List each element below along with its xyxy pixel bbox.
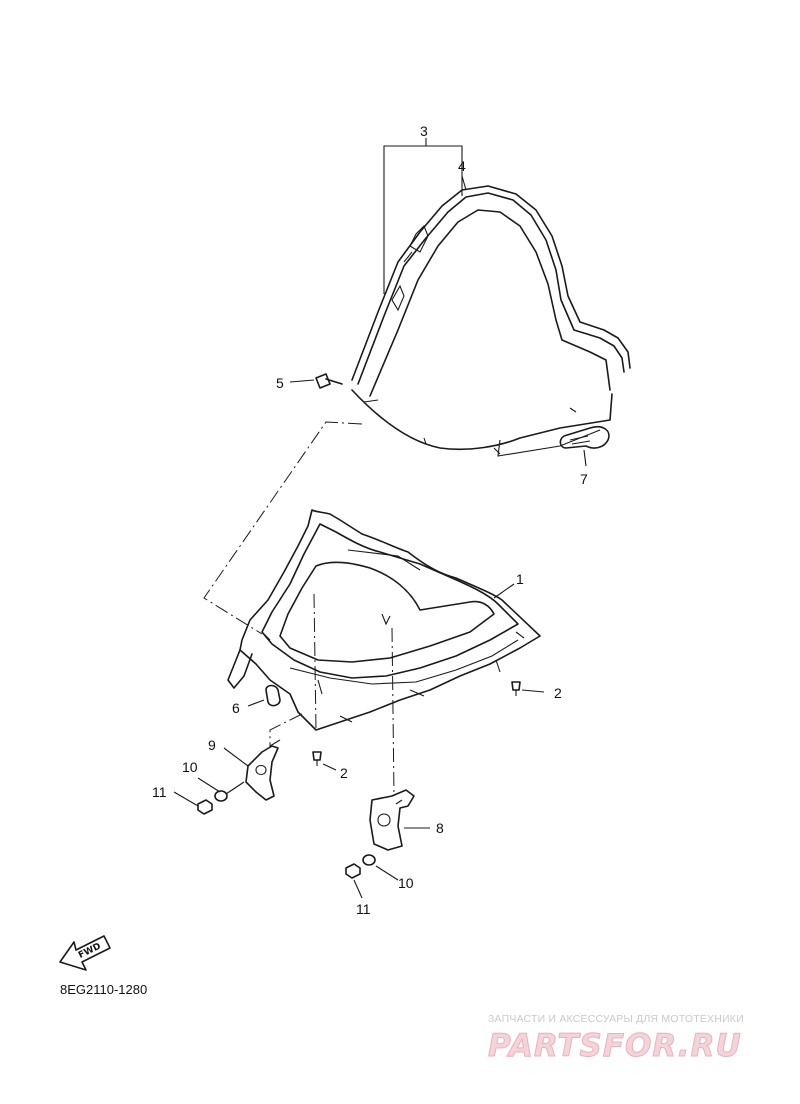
callouts: 3 4 5 7 1 6 2 2 9 10 11 8 10 11 — [152, 123, 588, 917]
callout-8: 8 — [436, 820, 444, 836]
bracket-8 — [369, 789, 415, 851]
callout-9: 9 — [208, 737, 216, 753]
watermark-brand: PARTSFOR.RU — [488, 1028, 742, 1064]
watermark: ЗАПЧАСТИ И АКСЕССУАРЫ ДЛЯ МОТОТЕХНИКИ PA… — [488, 1013, 744, 1065]
leader-lines — [173, 138, 587, 899]
bracket-9 — [245, 739, 281, 801]
assembly-lines — [203, 421, 395, 797]
callout-6: 6 — [232, 700, 240, 716]
grommet-6 — [265, 684, 281, 707]
callout-10-right: 10 — [398, 875, 414, 891]
windshield — [351, 185, 631, 457]
fwd-arrow: FWD — [59, 935, 111, 971]
part-code: 8EG2110-1280 — [60, 982, 147, 997]
callout-3: 3 — [420, 123, 428, 139]
callout-10-left: 10 — [182, 759, 198, 775]
callout-11-right: 11 — [356, 901, 371, 917]
callout-4: 4 — [458, 158, 466, 174]
grommet-7 — [559, 425, 610, 449]
callout-2-right: 2 — [554, 685, 562, 701]
watermark-subtitle: ЗАПЧАСТИ И АКСЕССУАРЫ ДЛЯ МОТОТЕХНИКИ — [488, 1013, 744, 1025]
callout-11-left: 11 — [152, 784, 167, 800]
callout-1: 1 — [516, 571, 524, 587]
screws-2 — [312, 681, 521, 766]
screw-5 — [315, 373, 343, 389]
washers-nuts — [197, 781, 376, 879]
callout-5: 5 — [276, 375, 284, 391]
callout-7: 7 — [580, 471, 588, 487]
callout-2-left: 2 — [340, 765, 348, 781]
cowling — [227, 509, 541, 731]
